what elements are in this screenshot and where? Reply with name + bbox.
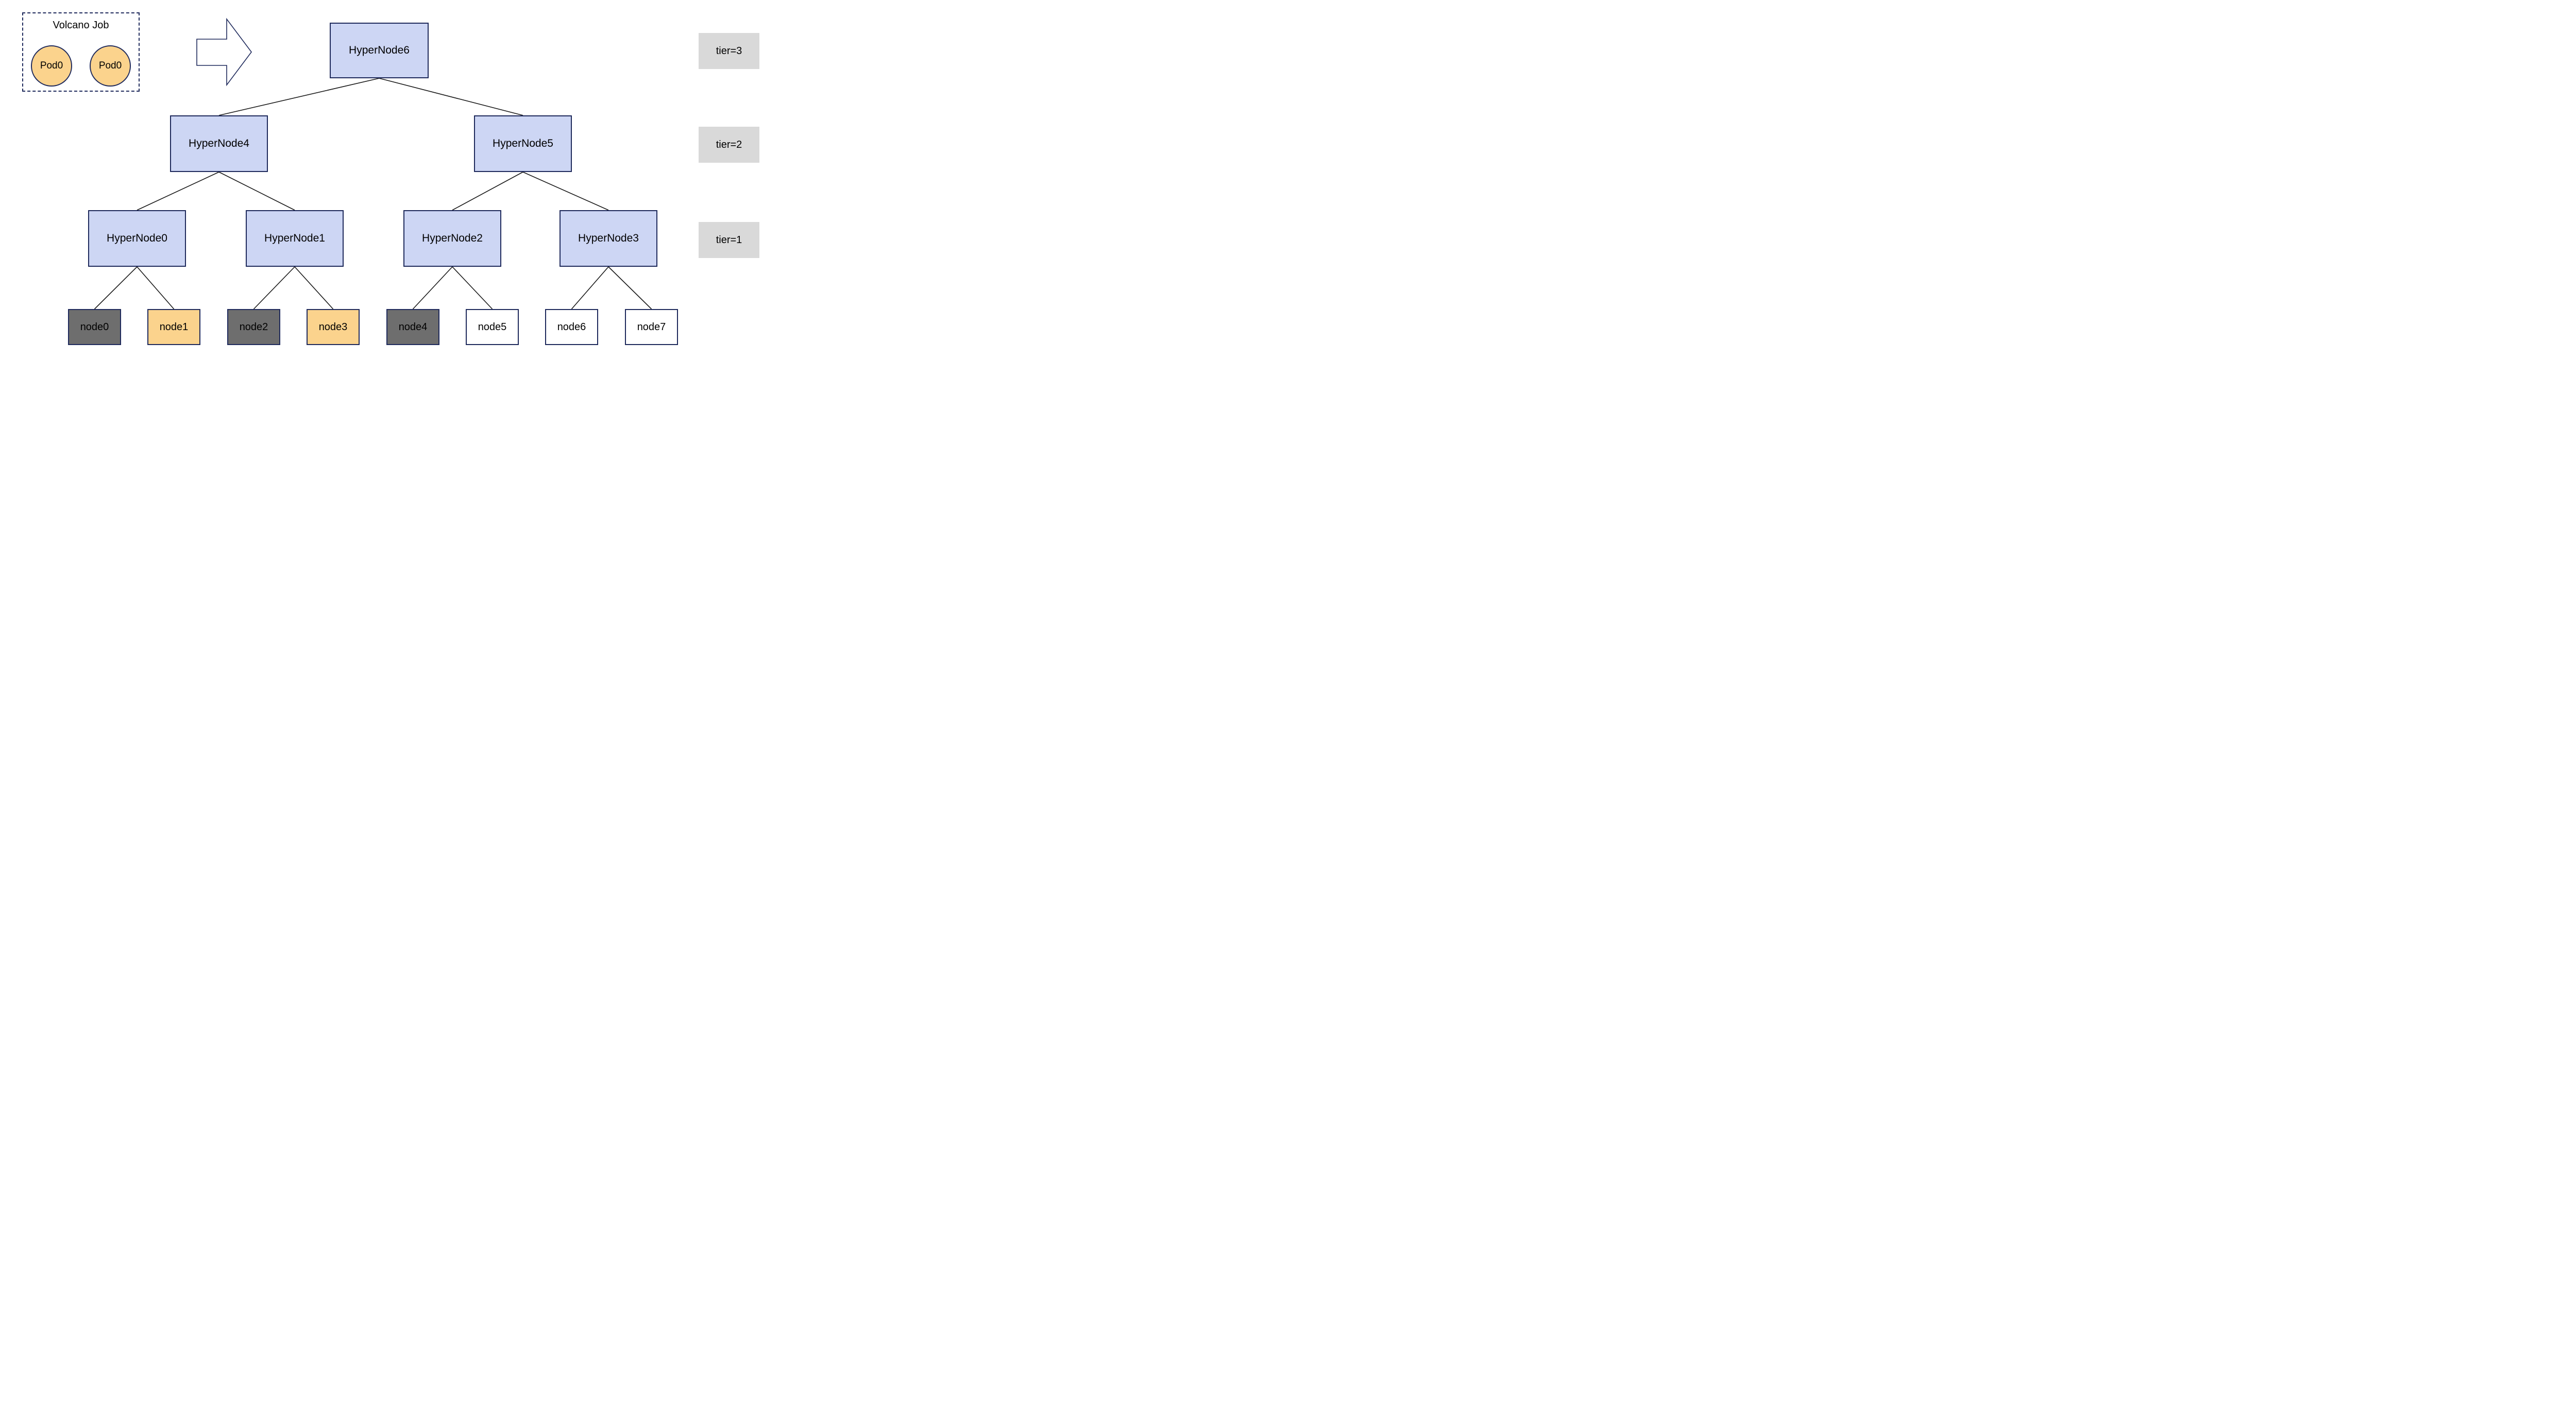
edge-hn2-node4 [412, 266, 453, 310]
topology-diagram: Volcano Job Pod0 Pod0 HyperNode6 HyperNo… [0, 0, 779, 356]
hypernode-box-hypernode2: HyperNode2 [403, 210, 501, 267]
edge-hn2-node5 [452, 266, 493, 310]
tier-label-2: tier=2 [699, 127, 759, 163]
hypernode-box-hypernode3: HyperNode3 [560, 210, 657, 267]
node-box-node6: node6 [545, 309, 598, 345]
edge-hn4-hn1 [218, 172, 295, 211]
edges-layer [94, 18, 652, 310]
edge-hn6-hn4 [218, 78, 380, 116]
tier-label-3: tier=3 [699, 33, 759, 69]
edge-hn1-node2 [253, 266, 295, 310]
hypernode-box-hypernode4: HyperNode4 [170, 115, 268, 172]
edge-hn0-node1 [137, 266, 175, 310]
node-box-node7: node7 [625, 309, 678, 345]
node-box-node5: node5 [466, 309, 519, 345]
edge-hn5-hn3 [522, 172, 609, 211]
node-box-node4: node4 [386, 309, 439, 345]
edge-hn4-hn0 [137, 172, 219, 211]
volcano-job-title: Volcano Job [53, 20, 109, 31]
hypernode-box-hypernode1: HyperNode1 [246, 210, 344, 267]
node-box-node2: node2 [227, 309, 280, 345]
node-box-node3: node3 [307, 309, 360, 345]
node-box-node0: node0 [68, 309, 121, 345]
hypernode-box-hypernode0: HyperNode0 [88, 210, 186, 267]
right-block-arrow-icon [196, 18, 252, 87]
edge-hn1-node3 [294, 266, 334, 310]
pod-label: Pod0 [98, 60, 122, 71]
edge-hn0-node0 [94, 266, 138, 310]
pod-circle: Pod0 [31, 45, 72, 87]
volcano-job-group: Volcano Job Pod0 Pod0 [22, 12, 140, 92]
edge-hn5-hn2 [452, 172, 523, 211]
node-box-node1: node1 [147, 309, 200, 345]
hypernode-box-hypernode5: HyperNode5 [474, 115, 572, 172]
tier-label-1: tier=1 [699, 222, 759, 258]
edge-hn6-hn5 [379, 78, 523, 116]
pod-circle: Pod0 [90, 45, 131, 87]
edge-hn3-node6 [571, 266, 609, 310]
pod-label: Pod0 [40, 60, 63, 71]
tree-edges [94, 78, 652, 310]
hypernode-box-hypernode6: HyperNode6 [330, 23, 429, 78]
edge-hn3-node7 [608, 266, 652, 310]
